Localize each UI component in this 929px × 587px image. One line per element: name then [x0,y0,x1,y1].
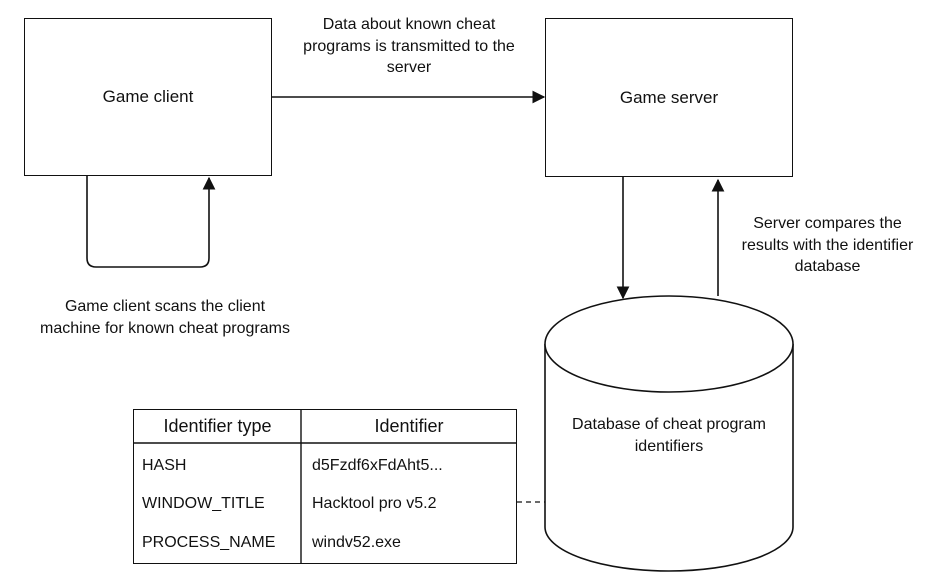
identifier-table: Identifier type Identifier HASH d5Fzdf6x… [133,409,517,564]
server-compare-label: Server compares the results with the ide… [741,215,914,276]
game-client-label: Game client [102,87,194,106]
client-to-server-label: Data about known cheat programs is trans… [303,16,515,77]
table-cell-type: PROCESS_NAME [142,534,276,551]
database-label: Database of cheat program identifiers [572,416,766,455]
table-row: PROCESS_NAME windv52.exe [134,531,516,555]
table-cell-identifier: windv52.exe [312,534,401,551]
table-row: WINDOW_TITLE Hacktool pro v5.2 [134,492,516,516]
table-header-identifier: Identifier [374,416,444,436]
table-cell-type: WINDOW_TITLE [142,495,265,512]
table-header-identifier-type: Identifier type [163,416,272,436]
game-server-box: Game server [545,18,793,177]
table-header-row: Identifier type Identifier [134,410,516,443]
game-client-box: Game client [24,18,272,176]
table-row: HASH d5Fzdf6xFdAht5... [134,454,516,478]
client-scan-loop-arrow [86,176,216,268]
client-scan-label: Game client scans the client machine for… [40,298,290,337]
game-server-label: Game server [619,87,719,107]
database-cylinder [544,295,794,572]
table-cell-identifier: Hacktool pro v5.2 [312,495,437,512]
table-cell-type: HASH [142,457,187,474]
table-cell-identifier: d5Fzdf6xFdAht5... [312,457,443,474]
